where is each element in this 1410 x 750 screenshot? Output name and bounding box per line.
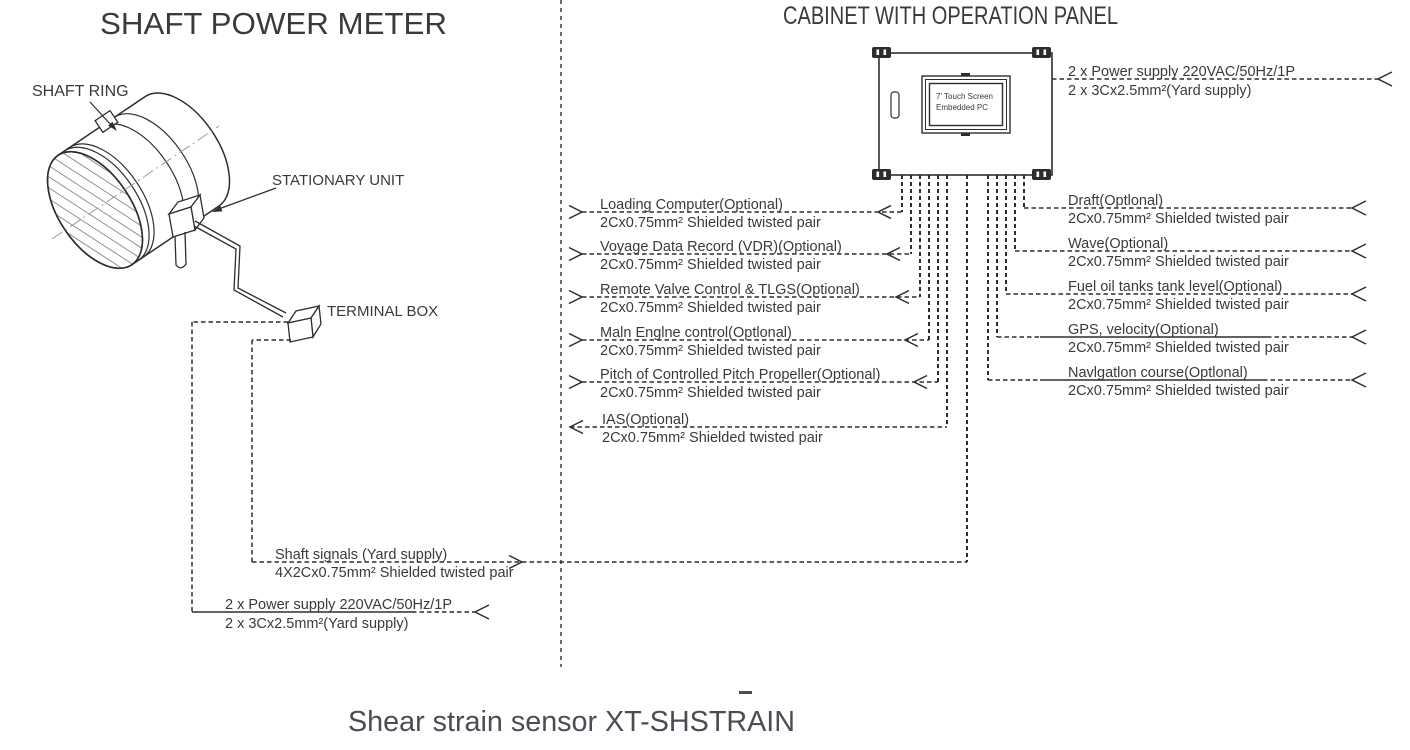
sensor-cable [194, 220, 287, 314]
label-shaft-ring: SHAFT RING [32, 83, 129, 100]
cabinet-corner-brackets [872, 47, 1051, 180]
diagram-text: SHAFT POWER METER CABINET WITH OPERATION… [32, 2, 1295, 632]
screen-text-line2: Embedded PC [936, 103, 988, 112]
signal-label: Voyage Data Record (VDR)(Optional) [600, 239, 842, 255]
signal-spec: 2Cx0.75mm² Shielded twisted pair [1068, 340, 1289, 356]
shaft-signals-leader [252, 554, 967, 570]
bottom-power-leader [192, 604, 490, 620]
title-shaft-power-meter: SHAFT POWER METER [100, 6, 447, 41]
cabinet-box [872, 47, 1053, 180]
signal-label: Pitch of Controlled Pitch Propeller(Opti… [600, 367, 880, 383]
stationary-unit [167, 193, 287, 318]
shaft-cylinder [28, 92, 231, 285]
right-signal-leaders [988, 200, 1367, 388]
signal-spec: 2Cx0.75mm² Shielded twisted pair [1068, 211, 1289, 227]
caption-macron-mark [739, 691, 752, 694]
signal-spec: 2Cx0.75mm² Shielded twisted pair [602, 430, 823, 446]
signal-label: Loading Computer(Optional) [600, 197, 783, 213]
signal-spec: 2Cx0.75mm² Shielded twisted pair [600, 257, 821, 273]
shaft-signals-label: Shaft signals (Yard supply) [275, 547, 447, 563]
shaft-centerline [51, 125, 220, 240]
signal-label: Wave(Optional) [1068, 236, 1168, 252]
signal-label: Remote Valve Control & TLGS(Optional) [600, 282, 860, 298]
caption-group: Shear strain sensor XT-SHSTRAIN [348, 691, 795, 738]
bottom-power-spec: 2 x 3Cx2.5mm²(Yard supply) [225, 616, 408, 632]
touch-screen [921, 73, 1011, 136]
diagram-artwork [28, 0, 1393, 667]
shaft-signals-spec: 4X2Cx0.75mm² Shielded twisted pair [275, 565, 514, 581]
signal-spec: 2Cx0.75mm² Shielded twisted pair [1068, 254, 1289, 270]
shaft-ring-arrow [89, 101, 117, 131]
signal-spec: 2Cx0.75mm² Shielded twisted pair [600, 215, 821, 231]
signal-label: Draft(Optlonal) [1068, 193, 1163, 209]
screen-text-line1: 7' Touch Screen [936, 92, 993, 101]
top-power-label: 2 x Power supply 220VAC/50Hz/1P [1068, 64, 1295, 80]
signal-spec: 2Cx0.75mm² Shielded twisted pair [600, 385, 821, 401]
terminal-box [286, 304, 322, 343]
cabinet-door-handle [890, 91, 900, 119]
signal-spec: 2Cx0.75mm² Shielded twisted pair [1068, 297, 1289, 313]
sensor-cable [193, 225, 284, 318]
signal-spec: 2Cx0.75mm² Shielded twisted pair [600, 343, 821, 359]
signal-label: Fuel oil tanks tank level(Optional) [1068, 279, 1282, 295]
signal-label: IAS(Optional) [602, 412, 689, 428]
signal-spec: 2Cx0.75mm² Shielded twisted pair [1068, 383, 1289, 399]
stationary-unit-arrow [212, 187, 277, 212]
title-cabinet: CABINET WITH OPERATION PANEL [783, 2, 1118, 30]
top-power-spec: 2 x 3Cx2.5mm²(Yard supply) [1068, 83, 1251, 99]
signal-label: Maln Englne control(Optlonal) [600, 325, 792, 341]
signal-label: Navlgatlon course(Optlonal) [1068, 365, 1248, 381]
left-signal-leaders [568, 204, 947, 435]
stationary-unit-post [174, 231, 187, 269]
cabinet-wire-bundles [901, 175, 1025, 562]
bottom-power-label: 2 x Power supply 220VAC/50Hz/1P [225, 597, 452, 613]
signal-spec: 2Cx0.75mm² Shielded twisted pair [600, 300, 821, 316]
top-power-leader [1052, 71, 1393, 87]
signal-label: GPS, velocity(Optional) [1068, 322, 1219, 338]
caption-sensor-name: Shear strain sensor XT-SHSTRAIN [348, 706, 795, 738]
terminal-box-cables [191, 321, 291, 612]
label-stationary-unit: STATIONARY UNIT [272, 172, 404, 189]
label-terminal-box: TERMINAL BOX [327, 303, 438, 320]
